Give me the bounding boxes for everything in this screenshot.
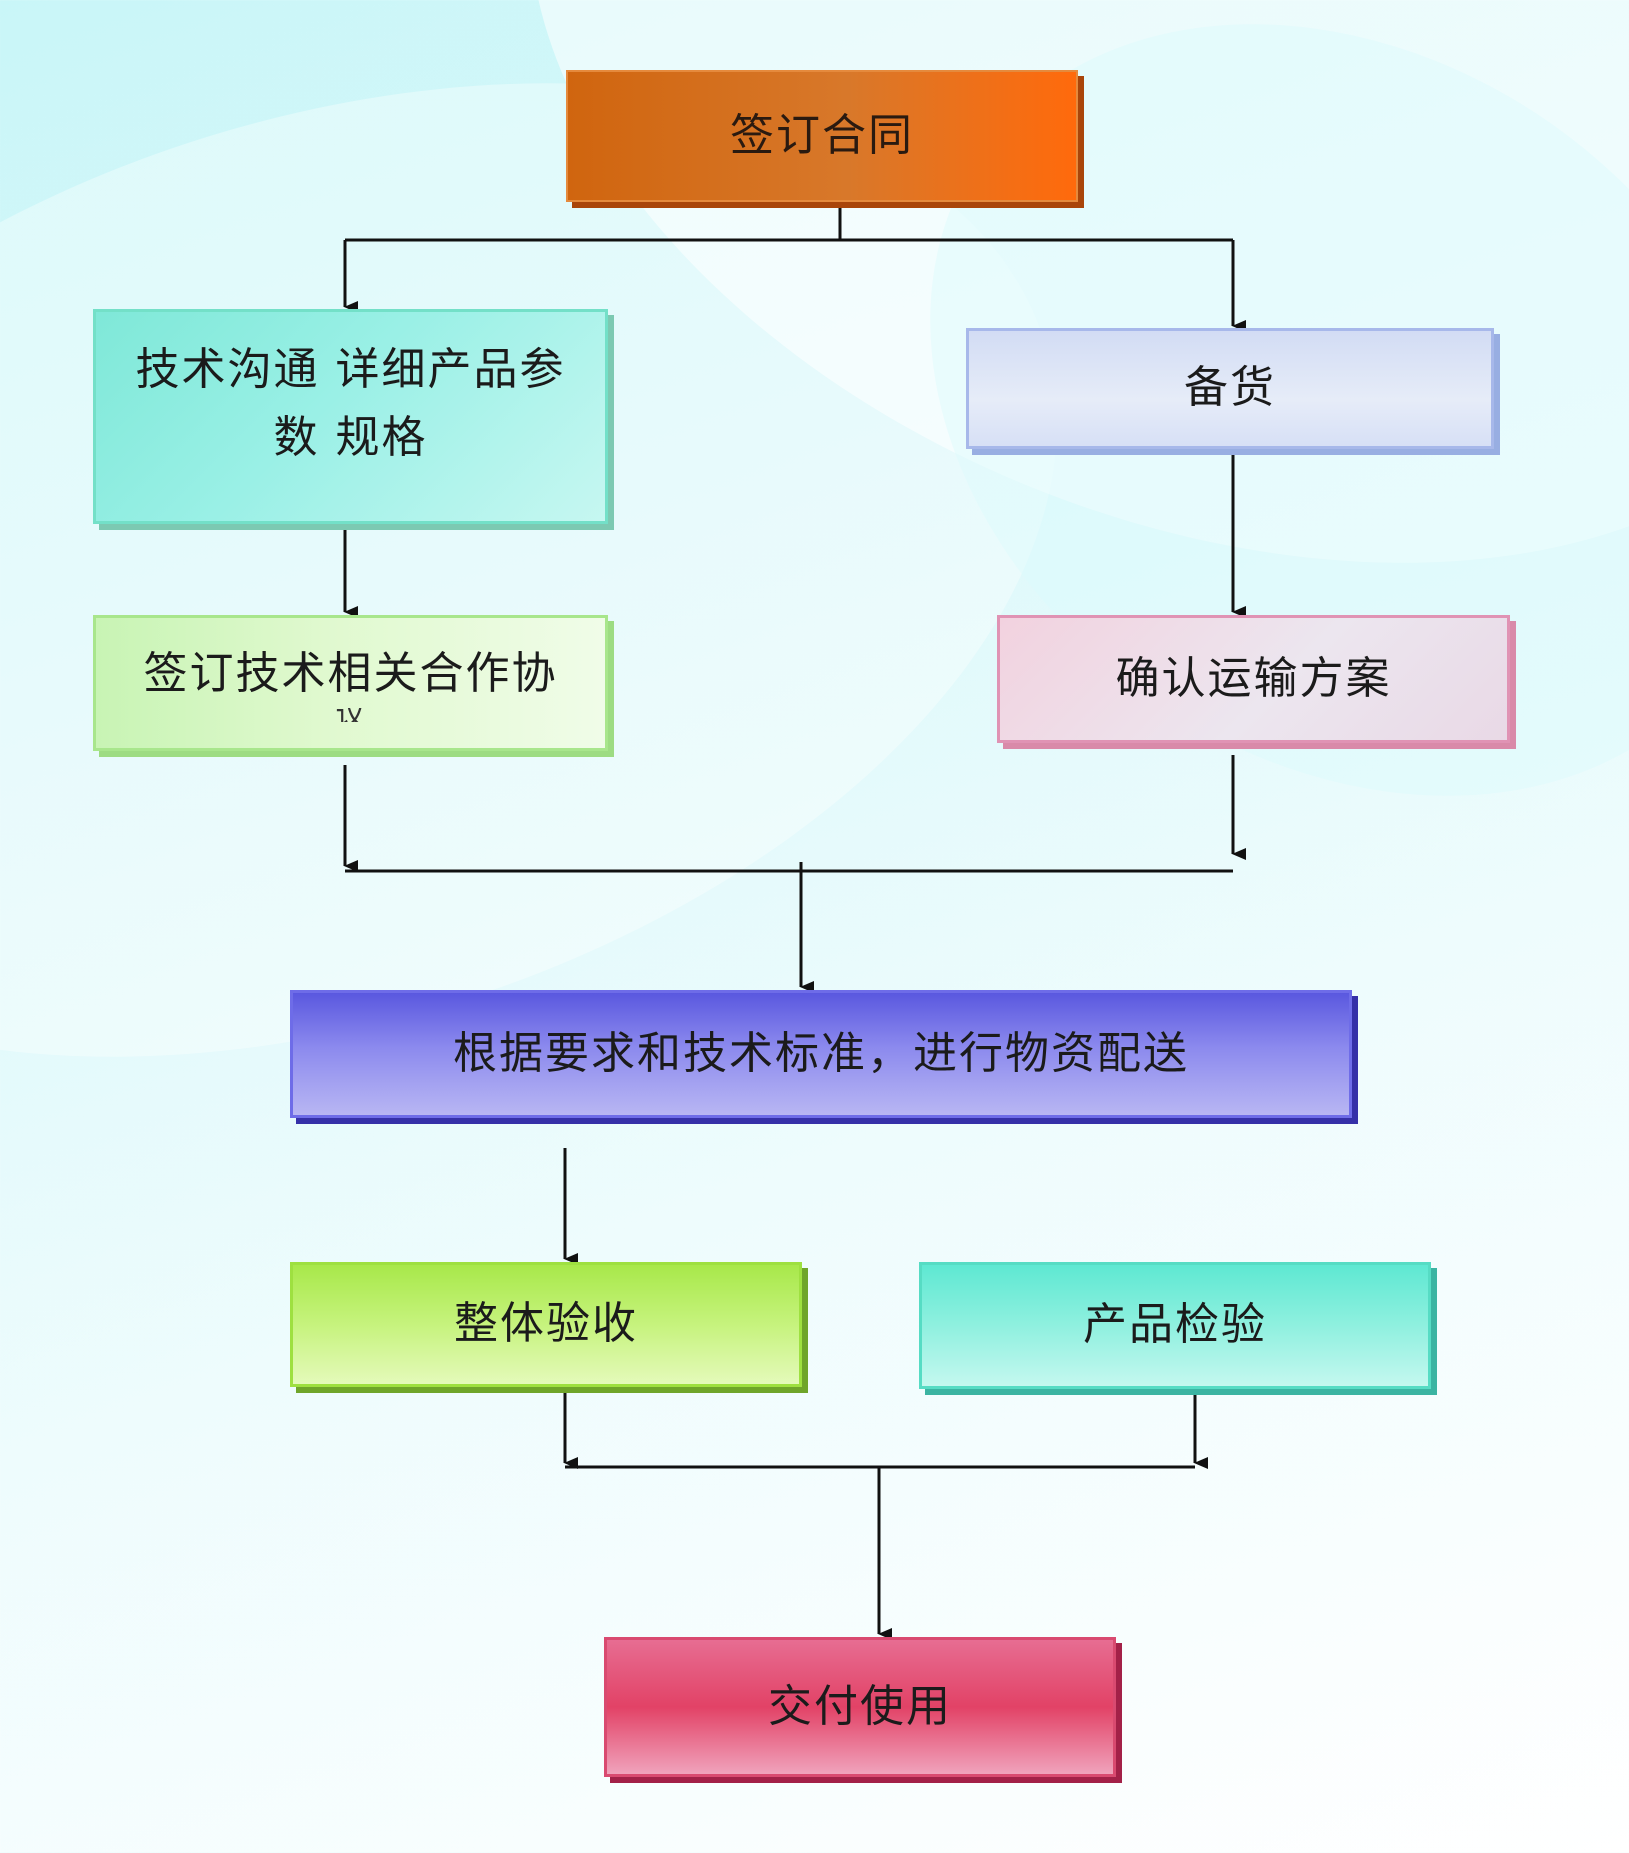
node-transport-plan: 确认运输方案 [997,615,1510,743]
node-tech-agreement: 签订技术相关合作协 议 [93,615,608,751]
node-sign-contract-label: 签订合同 [730,109,914,161]
node-tech-agreement-line-1: 签订技术相关合作协 [143,648,558,699]
node-overall-acceptance: 整体验收 [290,1262,802,1387]
node-overall-acceptance-label: 整体验收 [454,1298,638,1350]
node-stock-preparation-label: 备货 [1184,362,1276,414]
node-tech-communication: 技术沟通 详细产品参 数 规格 [93,309,608,524]
node-stock-preparation: 备货 [966,328,1494,449]
node-product-inspection-label: 产品检验 [1083,1299,1267,1351]
node-handover-use-label: 交付使用 [768,1680,952,1732]
node-tech-communication-line-2: 数 规格 [273,412,428,464]
node-sign-contract: 签订合同 [566,70,1078,202]
node-material-delivery-label: 根据要求和技术标准，进行物资配送 [453,1027,1189,1079]
node-tech-communication-line-1: 技术沟通 详细产品参 [135,344,566,395]
node-material-delivery: 根据要求和技术标准，进行物资配送 [290,990,1352,1118]
node-transport-plan-label: 确认运输方案 [1115,652,1392,704]
node-product-inspection: 产品检验 [919,1262,1431,1389]
node-handover-use: 交付使用 [604,1637,1116,1777]
node-tech-agreement-line-2: 议 [144,708,558,722]
